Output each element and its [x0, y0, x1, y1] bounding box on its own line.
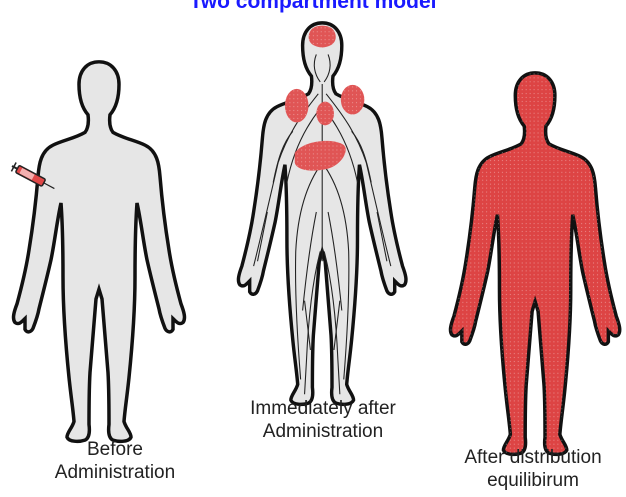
figure-before — [14, 62, 185, 442]
caption-after-line1: After distribution — [440, 446, 626, 469]
caption-before: Before Administration — [20, 438, 210, 484]
figure-after — [450, 73, 619, 454]
caption-before-line2: Administration — [20, 461, 210, 484]
organ-brain-texture — [309, 26, 336, 48]
caption-after: After distribution equilibirum — [440, 446, 626, 492]
caption-immediate: Immediately after Administration — [228, 397, 418, 443]
caption-immediate-line1: Immediately after — [228, 397, 418, 420]
caption-before-line1: Before — [20, 438, 210, 461]
caption-after-line2: equilibirum — [440, 469, 626, 492]
figure-immediate — [238, 23, 406, 404]
caption-immediate-line2: Administration — [228, 420, 418, 443]
